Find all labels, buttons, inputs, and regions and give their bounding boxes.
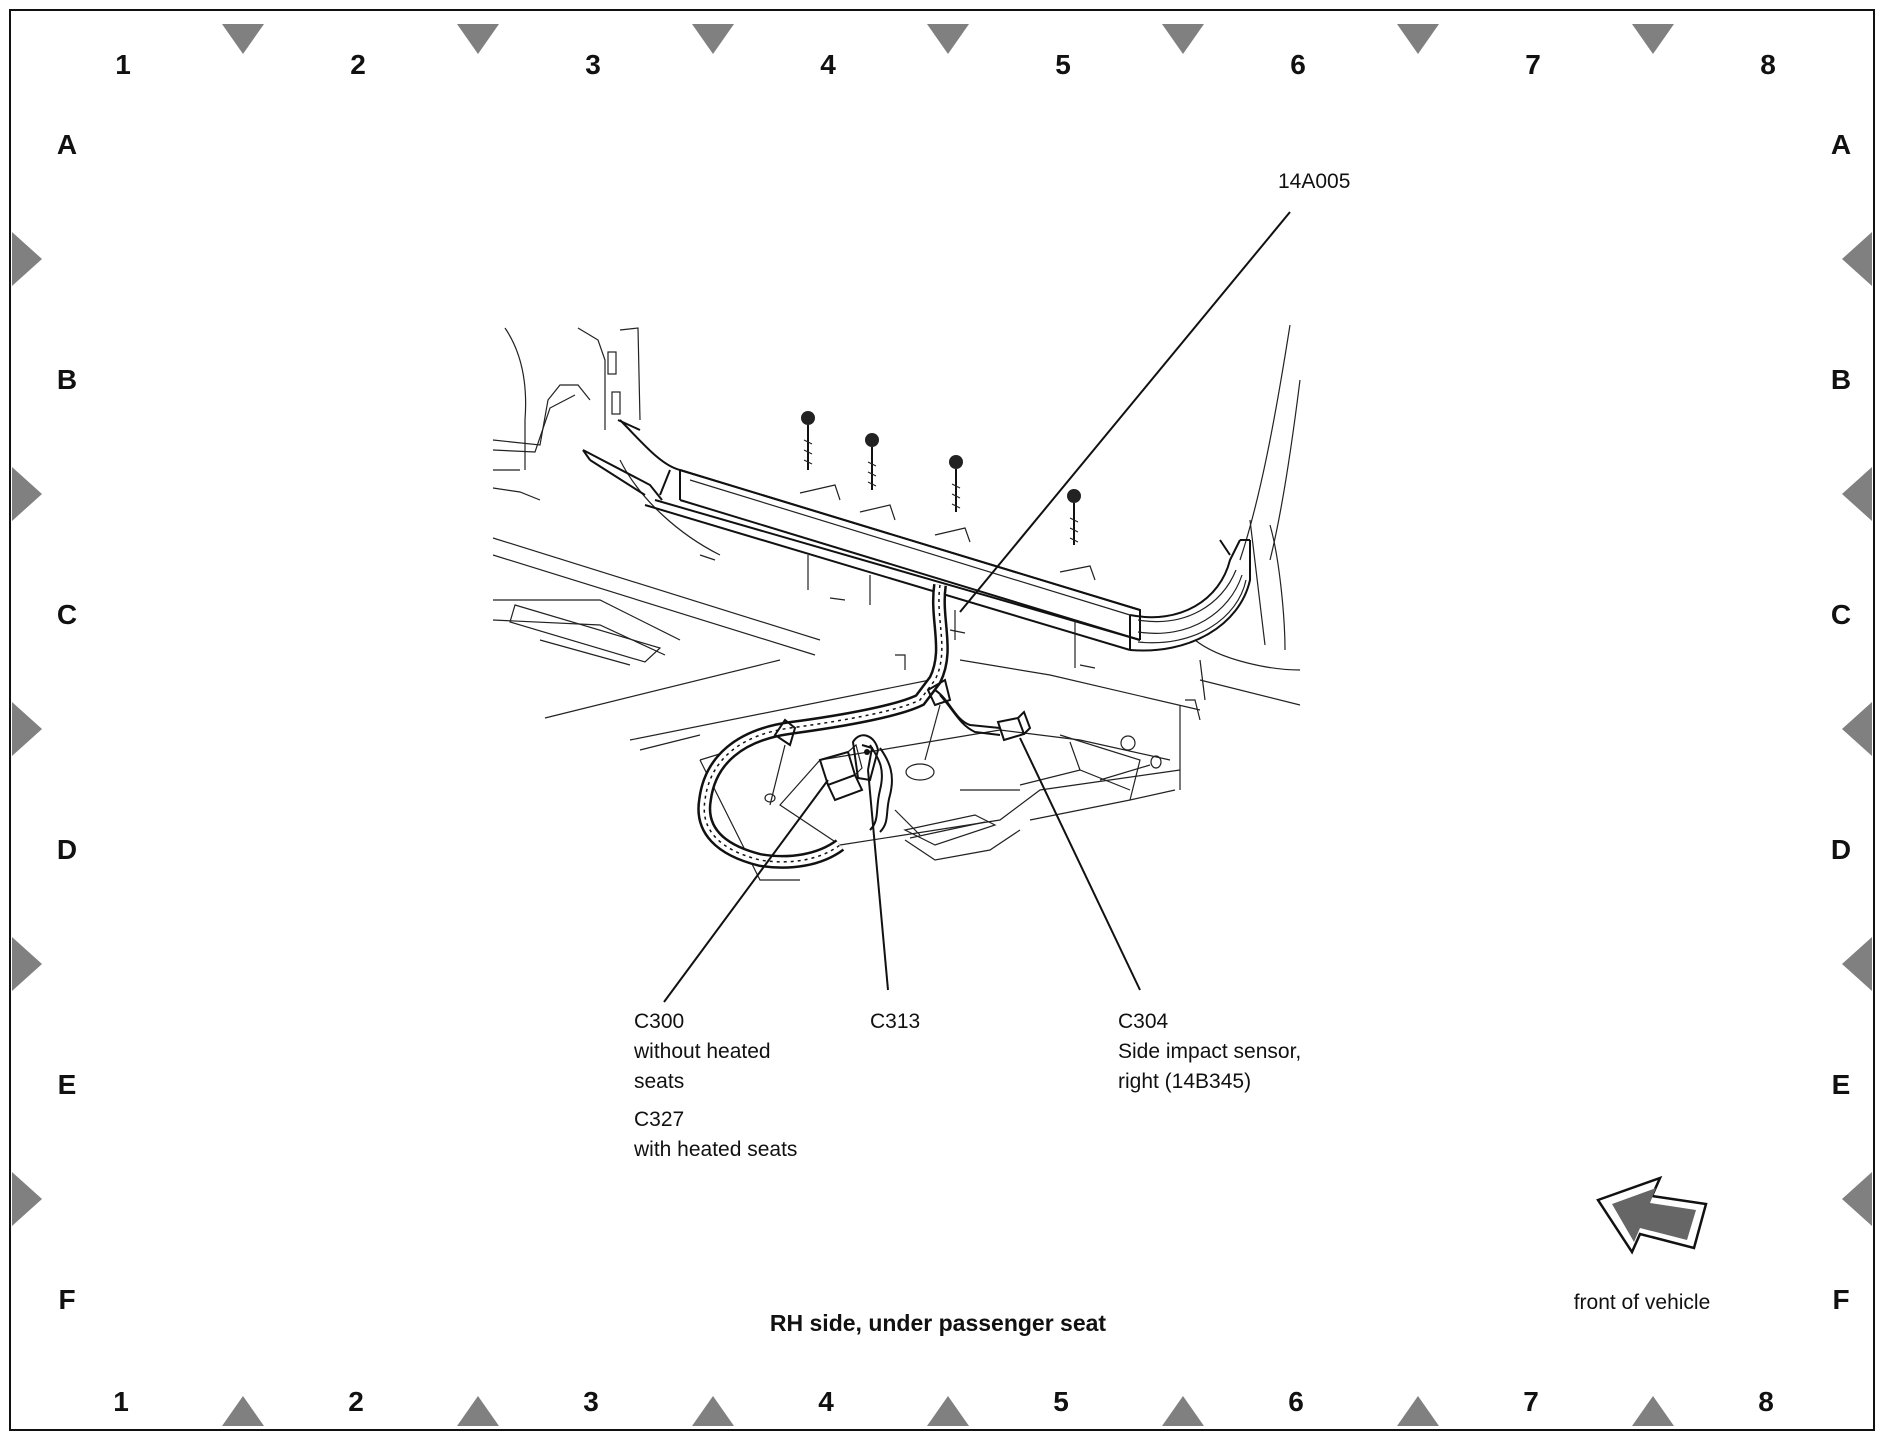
zone-marker — [1842, 702, 1872, 756]
zone-marker — [1842, 467, 1872, 521]
right-zone-markers — [1842, 232, 1872, 1226]
c300-label: C300 — [634, 1010, 684, 1033]
column-label: 4 — [818, 1386, 834, 1417]
row-label: A — [57, 129, 77, 160]
leader-line-14a005 — [959, 211, 1291, 613]
zone-marker — [222, 1396, 264, 1426]
column-label: 2 — [348, 1386, 364, 1417]
row-label: A — [1831, 129, 1851, 160]
bolt-icon — [949, 455, 963, 512]
zone-marker — [12, 702, 42, 756]
row-label: B — [1831, 364, 1851, 395]
bolts — [801, 411, 1081, 545]
bolt-icon — [801, 411, 815, 470]
row-labels-left: A B C D E F — [57, 129, 77, 1315]
connector-c313-icon — [851, 734, 880, 782]
column-label: 3 — [583, 1386, 599, 1417]
column-labels-top: 1 2 3 4 5 6 7 8 — [115, 49, 1776, 80]
bolt-icon — [865, 433, 879, 490]
leader-line-c300 — [663, 779, 829, 1003]
row-label: D — [1831, 834, 1851, 865]
column-label: 8 — [1758, 1386, 1774, 1417]
column-label: 1 — [115, 49, 131, 80]
zone-marker — [1162, 24, 1204, 54]
harness-label: 14A005 — [1278, 170, 1350, 193]
zone-marker — [1632, 24, 1674, 54]
column-label: 6 — [1288, 1386, 1304, 1417]
row-labels-right: A B C D E F — [1831, 129, 1851, 1315]
c304-desc-line1: Side impact sensor, — [1118, 1040, 1301, 1063]
zone-marker — [1162, 1396, 1204, 1426]
zone-marker — [927, 24, 969, 54]
zone-marker — [1842, 1172, 1872, 1226]
zone-marker — [12, 232, 42, 286]
callout-labels: 14A005 C300 without heated seats C327 wi… — [633, 170, 1350, 1161]
row-label: B — [57, 364, 77, 395]
floor-panels — [492, 324, 1301, 881]
diagram-caption: RH side, under passenger seat — [770, 1310, 1107, 1336]
zone-marker — [692, 24, 734, 54]
c327-label: C327 — [634, 1108, 684, 1131]
c327-desc-line1: with heated seats — [633, 1138, 797, 1161]
column-label: 6 — [1290, 49, 1306, 80]
row-label: E — [1832, 1069, 1851, 1100]
column-label: 5 — [1055, 49, 1071, 80]
column-label: 4 — [820, 49, 836, 80]
c313-label: C313 — [870, 1010, 920, 1033]
row-label: C — [57, 599, 77, 630]
row-label: D — [57, 834, 77, 865]
body-pillar — [492, 327, 721, 556]
column-label: 3 — [585, 49, 601, 80]
row-label: F — [58, 1284, 75, 1315]
zone-marker — [1842, 937, 1872, 991]
bolt-icon — [1067, 489, 1081, 545]
zone-marker — [1842, 232, 1872, 286]
zone-marker — [1397, 24, 1439, 54]
left-zone-markers — [12, 232, 42, 1226]
column-label: 7 — [1525, 49, 1541, 80]
zone-marker — [12, 1172, 42, 1226]
zone-marker — [222, 24, 264, 54]
direction-arrow-icon — [1596, 1175, 1708, 1255]
zone-marker — [457, 24, 499, 54]
c304-desc-line2: right (14B345) — [1118, 1070, 1251, 1093]
column-labels-bottom: 1 2 3 4 5 6 7 8 — [113, 1386, 1774, 1417]
bottom-zone-markers — [222, 1396, 1674, 1426]
connector-c304-icon — [996, 710, 1032, 742]
leader-line-c304 — [1019, 737, 1141, 991]
c300-desc-line1: without heated — [633, 1040, 771, 1063]
leader-lines — [663, 211, 1291, 1003]
row-label: F — [1832, 1284, 1849, 1315]
column-label: 5 — [1053, 1386, 1069, 1417]
vehicle-floor-illustration — [492, 324, 1301, 881]
zone-marker — [927, 1396, 969, 1426]
zone-marker — [1397, 1396, 1439, 1426]
front-of-vehicle-label: front of vehicle — [1574, 1291, 1711, 1314]
leader-line-c313 — [867, 769, 889, 991]
row-label: E — [58, 1069, 77, 1100]
column-label: 7 — [1523, 1386, 1539, 1417]
zone-marker — [692, 1396, 734, 1426]
zone-marker — [12, 937, 42, 991]
zone-marker — [12, 467, 42, 521]
row-label: C — [1831, 599, 1851, 630]
c300-desc-line2: seats — [634, 1070, 684, 1093]
column-label: 8 — [1760, 49, 1776, 80]
column-label: 2 — [350, 49, 366, 80]
top-zone-markers — [222, 24, 1674, 54]
zone-marker — [1632, 1396, 1674, 1426]
connector-c300-icon — [818, 743, 864, 802]
column-label: 1 — [113, 1386, 129, 1417]
sheet-border — [9, 9, 1875, 1431]
zone-marker — [457, 1396, 499, 1426]
sill-trim-panel — [582, 419, 1251, 669]
c304-label: C304 — [1118, 1010, 1169, 1033]
wiring-harness — [697, 584, 1001, 869]
